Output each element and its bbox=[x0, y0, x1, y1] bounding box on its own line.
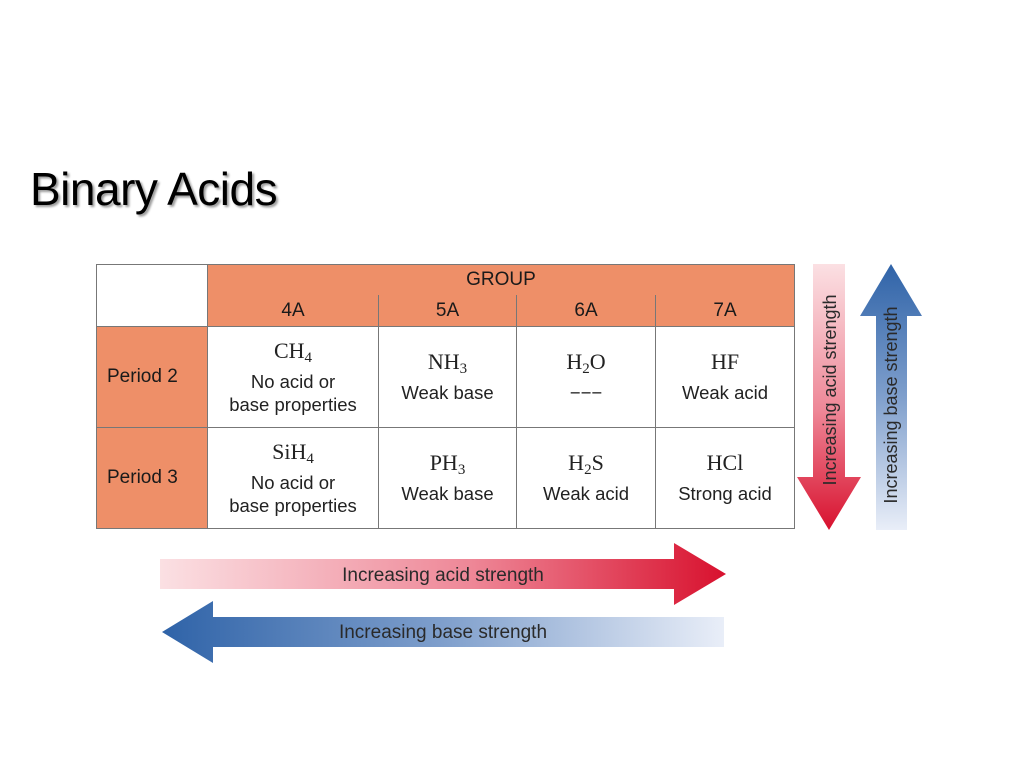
base-vertical-label: Increasing base strength bbox=[881, 306, 901, 503]
chemical-formula: SiH4 bbox=[272, 438, 314, 467]
table-cell: NH3 Weak base bbox=[378, 326, 517, 428]
binary-acids-table: GROUP 4A 5A 6A 7A Period 2 CH4 No acid o… bbox=[96, 264, 795, 529]
property-text: base properties bbox=[229, 494, 357, 516]
column-header-4a: 4A bbox=[207, 295, 379, 327]
table-cell: HCl Strong acid bbox=[655, 427, 795, 529]
acid-vertical-label: Increasing acid strength bbox=[820, 294, 840, 485]
table-cell: HF Weak acid bbox=[655, 326, 795, 428]
property-text: No acid or bbox=[250, 471, 336, 493]
table-cell: PH3 Weak base bbox=[378, 427, 517, 529]
table-cell: H2O −−− bbox=[516, 326, 656, 428]
base-arrow-label: Increasing base strength bbox=[339, 622, 547, 643]
table-row: Period 3 SiH4 No acid or base properties… bbox=[96, 427, 795, 529]
arrow-right-icon bbox=[160, 543, 726, 605]
arrow-left-icon bbox=[162, 601, 724, 663]
chemical-formula: HCl bbox=[706, 450, 744, 475]
property-text: base properties bbox=[229, 393, 357, 415]
table-cell: H2S Weak acid bbox=[516, 427, 656, 529]
chemical-formula: PH3 bbox=[429, 450, 466, 479]
period-label: Period 2 bbox=[96, 326, 208, 428]
base-strength-vertical-arrow: Increasing base strength bbox=[860, 264, 922, 530]
acid-strength-vertical-arrow: Increasing acid strength bbox=[797, 264, 861, 530]
property-text: Strong acid bbox=[678, 483, 772, 504]
chemical-formula: H2S bbox=[568, 450, 604, 479]
base-strength-horizontal-arrow: Increasing base strength bbox=[162, 601, 724, 663]
group-header: GROUP bbox=[207, 264, 795, 295]
slide-title: Binary Acids bbox=[30, 163, 278, 215]
acid-strength-horizontal-arrow: Increasing acid strength bbox=[160, 543, 726, 605]
table-cell: SiH4 No acid or base properties bbox=[207, 427, 379, 529]
table-corner bbox=[96, 264, 208, 327]
column-header-6a: 6A bbox=[516, 295, 656, 327]
arrow-up-icon bbox=[860, 264, 922, 530]
chemical-formula: NH3 bbox=[427, 349, 468, 378]
chemical-formula: HF bbox=[710, 349, 740, 374]
property-text: Weak base bbox=[401, 382, 494, 403]
property-text: Weak acid bbox=[681, 382, 769, 403]
column-header-7a: 7A bbox=[655, 295, 795, 327]
property-text: −−− bbox=[569, 382, 603, 403]
chemical-formula: CH4 bbox=[273, 337, 313, 366]
property-text: Weak acid bbox=[542, 483, 630, 504]
period-label: Period 3 bbox=[96, 427, 208, 529]
table-cell: CH4 No acid or base properties bbox=[207, 326, 379, 428]
column-header-5a: 5A bbox=[378, 295, 517, 327]
property-text: No acid or bbox=[250, 370, 336, 392]
chemical-formula: H2O bbox=[566, 349, 606, 378]
property-text: Weak base bbox=[401, 483, 494, 504]
acid-arrow-label: Increasing acid strength bbox=[342, 565, 544, 586]
table-row: Period 2 CH4 No acid or base properties … bbox=[96, 326, 795, 428]
arrow-down-icon bbox=[797, 264, 861, 530]
